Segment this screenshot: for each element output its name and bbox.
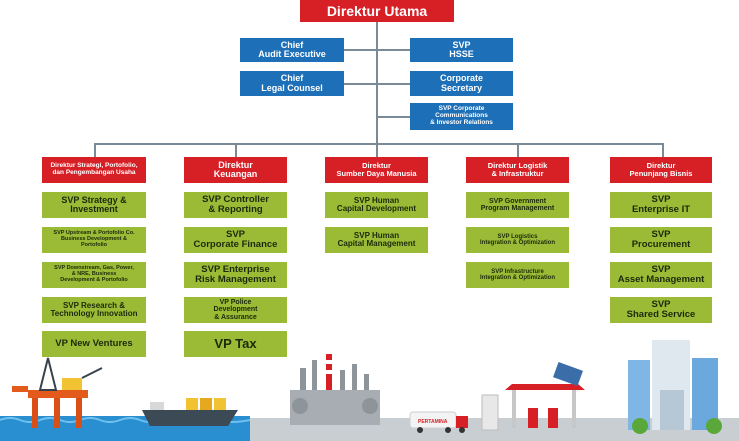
unit-human-capital-development: SVP Human Capital Development — [325, 192, 428, 218]
unit-downstream-gas-power: SVP Downstream, Gas, Power, & NRE, Busin… — [42, 262, 146, 288]
node-direktur-utama: Direktur Utama — [300, 0, 454, 22]
unit-corporate-finance: SVP Corporate Finance — [184, 227, 287, 253]
node-svp-hsse: SVP HSSE — [410, 38, 513, 62]
connector-drop-1 — [94, 143, 96, 157]
unit-procurement: SVP Procurement — [610, 227, 712, 253]
connector-drop-4 — [517, 143, 519, 157]
unit-controller-reporting: SVP Controller & Reporting — [184, 192, 287, 218]
connector-staff-left — [344, 49, 376, 51]
gas-station-icon — [481, 362, 585, 431]
unit-new-ventures: VP New Ventures — [42, 331, 146, 357]
cargo-ship-icon — [142, 398, 238, 426]
connector-drop-2 — [235, 143, 237, 157]
unit-research-technology: SVP Research & Technology Innovation — [42, 297, 146, 323]
connector-drop-5 — [662, 143, 664, 157]
connector-staff-right — [378, 49, 410, 51]
unit-police-development: VP Police Development & Assurance — [184, 297, 287, 323]
connector-staff-right-3 — [378, 116, 410, 118]
directorate-sdm: Direktur Sumber Daya Manusia — [325, 157, 428, 183]
industry-illustration: PERTAMINA — [0, 340, 739, 441]
office-tower-icon — [628, 340, 722, 434]
unit-enterprise-risk: SVP Enterprise Risk Management — [184, 262, 287, 288]
refinery-icon — [290, 354, 380, 425]
offshore-rig-icon — [12, 357, 103, 428]
directorate-logistik: Direktur Logistik & Infrastruktur — [466, 157, 569, 183]
connector-main-vertical — [376, 22, 378, 144]
directorate-keuangan: Direktur Keuangan — [184, 157, 287, 183]
unit-asset-management: SVP Asset Management — [610, 262, 712, 288]
unit-government-program: SVP Government Program Management — [466, 192, 569, 218]
unit-shared-service: SVP Shared Service — [610, 297, 712, 323]
connector-drop-3 — [376, 143, 378, 157]
directorate-penunjang-bisnis: Direktur Penunjang Bisnis — [610, 157, 712, 183]
connector-staff-right-2 — [378, 83, 410, 85]
node-chief-legal-counsel: Chief Legal Counsel — [240, 71, 344, 96]
directorate-strategi: Direktur Strategi, Portofolio, dan Penge… — [42, 157, 146, 183]
connector-staff-left-2 — [344, 83, 376, 85]
truck-logo-text: PERTAMINA — [418, 419, 448, 425]
unit-human-capital-management: SVP Human Capital Management — [325, 227, 428, 253]
unit-logistics-integration: SVP Logistics Integration & Optimization — [466, 227, 569, 253]
unit-strategy-investment: SVP Strategy & Investment — [42, 192, 146, 218]
node-svp-corporate-communications: SVP Corporate Communications & Investor … — [410, 103, 513, 130]
tanker-truck-icon: PERTAMINA — [409, 411, 468, 433]
connector-horizontal-bus — [94, 143, 664, 145]
unit-enterprise-it: SVP Enterprise IT — [610, 192, 712, 218]
unit-vp-tax: VP Tax — [184, 331, 287, 357]
unit-infrastructure-integration: SVP Infrastructure Integration & Optimiz… — [466, 262, 569, 288]
node-chief-audit-executive: Chief Audit Executive — [240, 38, 344, 62]
unit-upstream-portofolio: SVP Upstream & Portofolio Co. Business D… — [42, 227, 146, 253]
node-corporate-secretary: Corporate Secretary — [410, 71, 513, 96]
